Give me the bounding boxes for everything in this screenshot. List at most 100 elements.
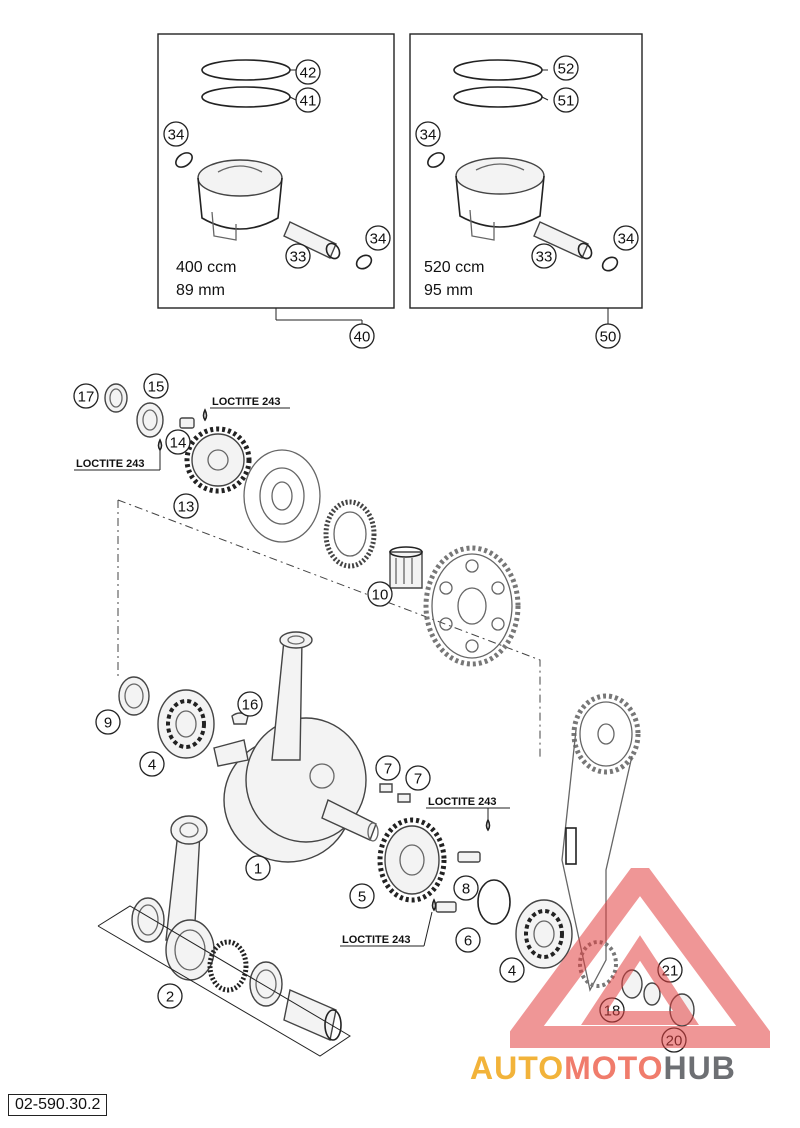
seal-ring-17-icon xyxy=(104,383,128,413)
callout-c13: 13 xyxy=(173,493,199,519)
piston-400-icon xyxy=(197,159,283,241)
callout-c14: 14 xyxy=(165,429,191,455)
callout-label: 42 xyxy=(300,65,317,82)
callout-c34d: 34 xyxy=(613,225,639,251)
callout-c9: 9 xyxy=(95,709,121,735)
kit-number-kit_left: 40 xyxy=(349,323,375,349)
bolt-8a-icon xyxy=(457,851,481,863)
callout-label: 10 xyxy=(372,587,389,604)
piston-kit-520-box: 520 ccm 95 mm xyxy=(409,33,643,324)
callout-label: 9 xyxy=(104,715,112,732)
kit-number-label: 40 xyxy=(354,329,371,346)
callout-label: 16 xyxy=(242,697,259,714)
seal-ring-9-icon xyxy=(118,676,150,716)
callout-c1: 1 xyxy=(245,855,271,881)
callout-label: 7 xyxy=(384,761,392,778)
callout-c41: 41 xyxy=(295,87,321,113)
callout-label: 7 xyxy=(414,771,422,788)
seal-6-icon xyxy=(477,879,511,925)
spacer-15-icon xyxy=(136,402,164,438)
callout-label: 6 xyxy=(464,933,472,950)
watermark-logo-icon xyxy=(510,868,770,1048)
callout-c8: 8 xyxy=(453,875,479,901)
callout-label: 1 xyxy=(254,861,262,878)
callout-label: 5 xyxy=(358,889,366,906)
needle-bearing-10-icon xyxy=(389,546,423,589)
main-bearing-left-icon xyxy=(157,689,215,759)
callout-c33a: 33 xyxy=(285,243,311,269)
key-7b-icon xyxy=(397,793,411,803)
piston-pin-520-icon xyxy=(533,221,593,260)
freewheel-cage-icon xyxy=(323,499,377,569)
loctite-label-3: LOCTITE 243 xyxy=(428,796,496,808)
callout-label: 33 xyxy=(290,249,307,266)
callout-c42: 42 xyxy=(295,59,321,85)
gear-5-icon xyxy=(377,817,447,903)
assembly-line-diagonal xyxy=(117,499,541,760)
kit-number-label: 50 xyxy=(600,329,617,346)
watermark-part-1: AUTO xyxy=(470,1050,565,1086)
crankshaft-1-icon xyxy=(213,631,379,863)
starter-gear-icon xyxy=(423,545,521,667)
callout-c34a: 34 xyxy=(163,121,189,147)
key-7a-icon xyxy=(379,783,393,793)
piston-kit-400-box: 400 ccm 89 mm xyxy=(157,33,395,324)
kit-400-bore: 89 mm xyxy=(176,282,225,299)
callout-c4a: 4 xyxy=(139,751,165,777)
watermark-part-3: HUB xyxy=(663,1050,736,1086)
callout-c51: 51 xyxy=(553,87,579,113)
bolt-14-icon xyxy=(179,417,195,429)
callout-c6: 6 xyxy=(455,927,481,953)
loctite-drop-a-icon xyxy=(202,408,208,422)
callout-c4b: 4 xyxy=(499,957,525,983)
conrod-kit-2-icon xyxy=(97,815,351,1057)
watermark-part-2: MOTO xyxy=(564,1050,664,1086)
callout-label: 34 xyxy=(370,231,387,248)
loctite-label-1: LOCTITE 243 xyxy=(212,396,280,408)
kit-number-kit_right: 50 xyxy=(595,323,621,349)
kit-520-bore: 95 mm xyxy=(424,282,473,299)
loctite-label-2: LOCTITE 243 xyxy=(76,458,144,470)
kit-400-displacement: 400 ccm xyxy=(176,259,236,276)
callout-c7b: 7 xyxy=(405,765,431,791)
callout-label: 4 xyxy=(148,757,156,774)
callout-c16: 16 xyxy=(237,691,263,717)
callout-label: 14 xyxy=(170,435,187,452)
callout-label: 34 xyxy=(618,231,635,248)
gear-13-icon xyxy=(184,426,252,494)
piston-pin-400-icon xyxy=(283,221,341,260)
callout-c52: 52 xyxy=(553,55,579,81)
timing-chain-icon xyxy=(561,693,641,992)
loctite-label-4: LOCTITE 243 xyxy=(342,934,410,946)
callout-c34c: 34 xyxy=(365,225,391,251)
loctite-drop-b-icon xyxy=(157,438,163,452)
callout-label: 52 xyxy=(558,61,575,78)
document-number: 02-590.30.2 xyxy=(8,1094,108,1116)
callout-c15: 15 xyxy=(143,373,169,399)
callout-c17: 17 xyxy=(73,383,99,409)
callout-label: 13 xyxy=(178,499,195,516)
freewheel-housing-icon xyxy=(243,449,321,543)
main-bearing-right-icon xyxy=(515,899,573,969)
washer-21-icon xyxy=(643,982,661,1006)
callout-label: 4 xyxy=(508,963,516,980)
callout-c5: 5 xyxy=(349,883,375,909)
callout-c10: 10 xyxy=(367,581,393,607)
callout-c2: 2 xyxy=(157,983,183,1009)
callout-label: 2 xyxy=(166,989,174,1006)
callout-label: 34 xyxy=(168,127,185,144)
callout-c34b: 34 xyxy=(415,121,441,147)
callout-markers: 42 41 52 51 34 34 34 34 33 33 17 15 14 13 10 9 4 16 7 7 1 2 5 8… xyxy=(73,55,687,1053)
callout-label: 15 xyxy=(148,379,165,396)
callout-label: 8 xyxy=(462,881,470,898)
bolt-8b-icon xyxy=(435,901,457,913)
callout-label: 34 xyxy=(420,127,437,144)
watermark-text: AUTOMOTOHUB xyxy=(470,1050,736,1087)
kit-520-displacement: 520 ccm xyxy=(424,259,484,276)
loctite-drop-d-icon xyxy=(431,898,437,912)
callout-c33b: 33 xyxy=(531,243,557,269)
callout-label: 33 xyxy=(536,249,553,266)
piston-520-icon xyxy=(455,157,545,241)
callout-label: 51 xyxy=(558,93,575,110)
